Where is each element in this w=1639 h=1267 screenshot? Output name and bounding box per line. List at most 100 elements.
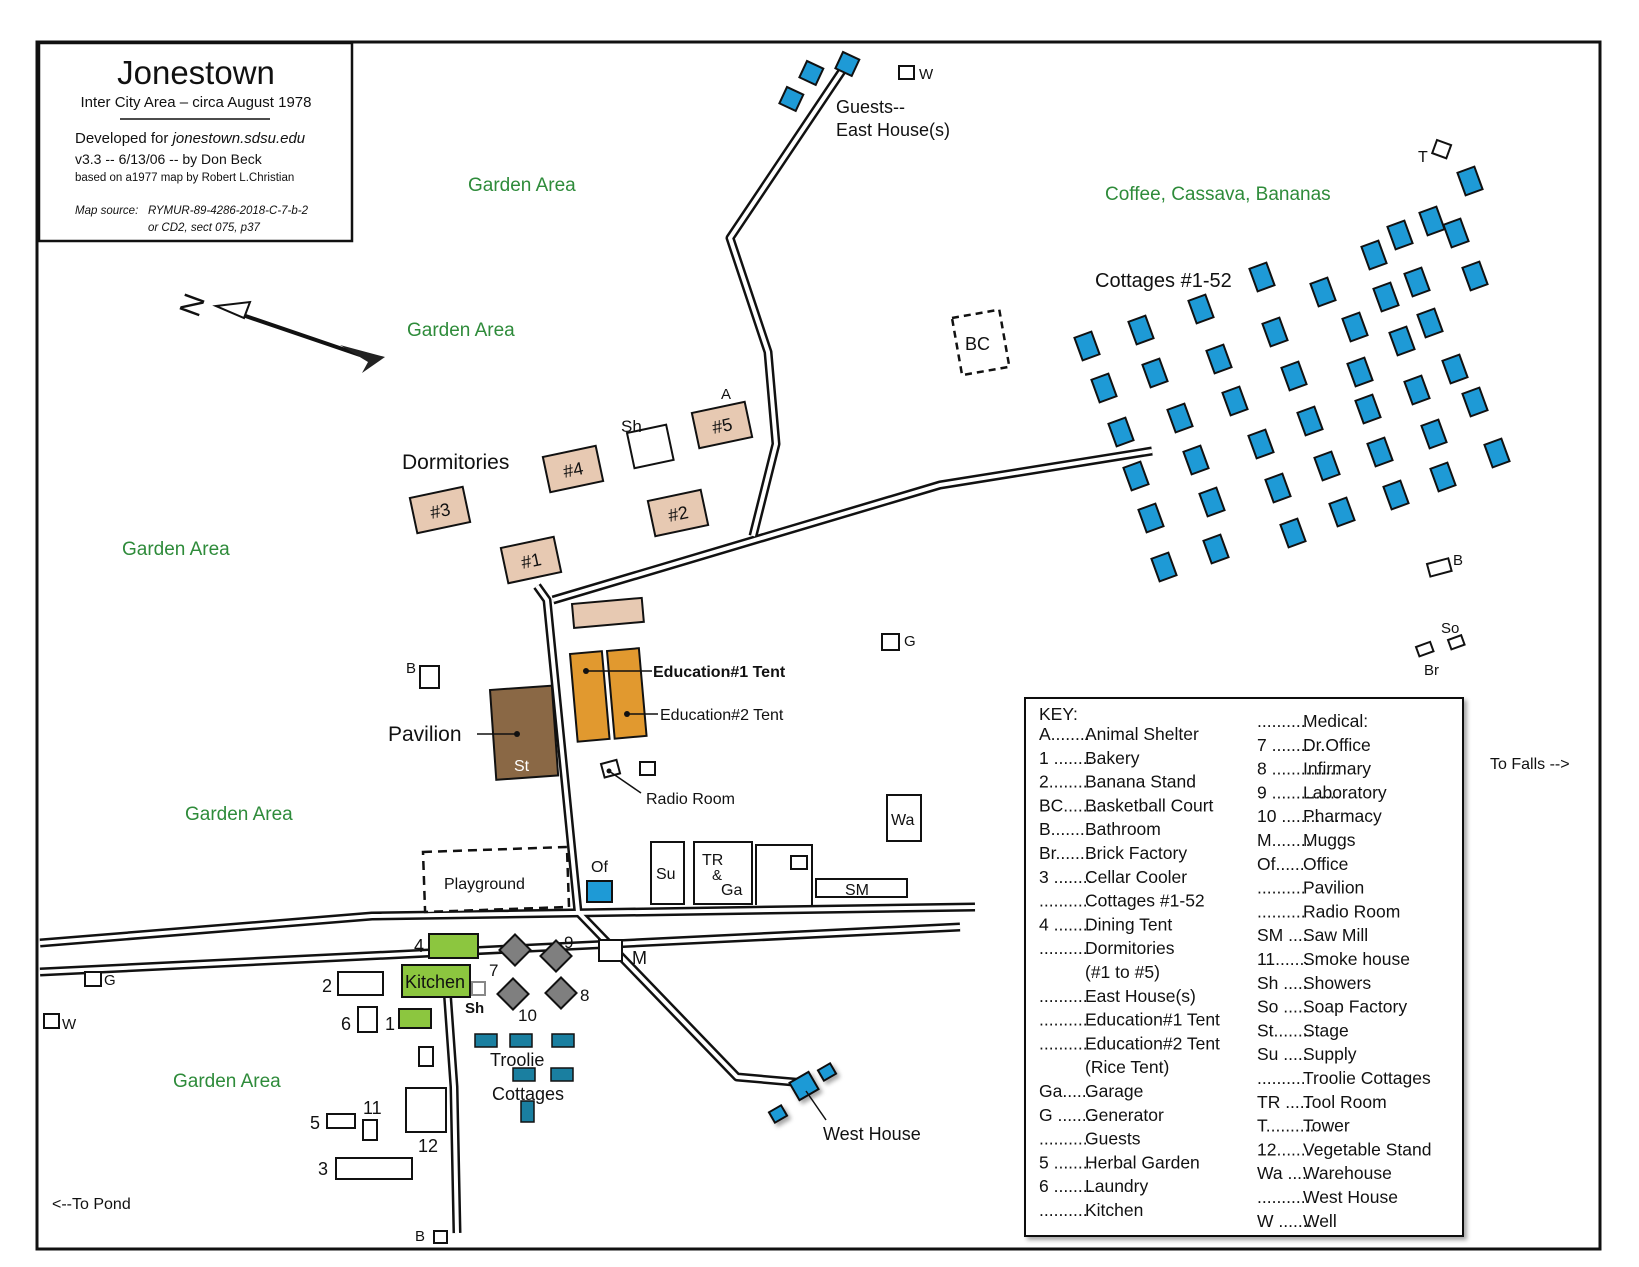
cottage <box>1187 293 1215 325</box>
svg-text:#2: #2 <box>666 502 690 526</box>
key-code: A........ <box>1039 724 1090 744</box>
cottage <box>1182 444 1210 476</box>
education-annex <box>570 596 645 629</box>
soap-factory <box>1446 633 1466 651</box>
well <box>898 65 915 80</box>
cottage <box>1418 205 1446 237</box>
cottage <box>1296 405 1324 437</box>
key-entry: Banana Stand <box>1085 772 1196 792</box>
key-entry: Brick Factory <box>1085 843 1187 863</box>
brick-factory-label: Br <box>1424 662 1439 679</box>
dormitories: #1 #2 #3 #4 #5 <box>408 400 754 585</box>
showers-building <box>471 981 486 996</box>
troolie-cottage <box>551 1033 575 1048</box>
key-code: .......... <box>1257 878 1306 898</box>
cottage <box>1386 219 1414 251</box>
key-code: .......... <box>1257 1068 1306 1088</box>
cottage <box>1441 353 1469 385</box>
east-house <box>834 50 861 78</box>
svg-text:#3: #3 <box>428 499 452 523</box>
banana-stand-number: 2 <box>322 976 332 996</box>
map-subtitle: Inter City Area – circa August 1978 <box>81 94 312 111</box>
svg-text:#1: #1 <box>519 549 543 573</box>
key-code: BC....... <box>1039 795 1097 815</box>
brick-factory <box>1414 640 1435 658</box>
key-code: .......... <box>1039 938 1088 958</box>
cottage <box>1221 385 1249 417</box>
key-code: B......... <box>1039 819 1094 839</box>
key-entry: Saw Mill <box>1303 925 1368 945</box>
key-entry: Cellar Cooler <box>1085 867 1187 887</box>
cottage <box>1205 343 1233 375</box>
key-entry: Generator <box>1085 1105 1164 1125</box>
cottage <box>1360 239 1388 271</box>
key-entry: Guests <box>1085 1129 1141 1149</box>
svg-text:#5: #5 <box>710 414 734 438</box>
bathroom <box>1425 557 1453 578</box>
cottage <box>1442 217 1470 249</box>
laboratory-number: 9 <box>564 933 573 952</box>
key-entry: Stage <box>1303 1020 1349 1040</box>
warehouse-label: Wa <box>891 812 915 829</box>
laboratory <box>539 939 573 973</box>
key-code: So ..... <box>1257 997 1308 1017</box>
cottage <box>1461 260 1489 292</box>
cottage <box>1382 479 1410 511</box>
pharmacy-number: 10 <box>518 1006 537 1025</box>
west-house <box>767 1103 789 1125</box>
herbal-garden-number: 5 <box>310 1113 320 1133</box>
garden-area-label: Garden Area <box>122 539 230 560</box>
smoke-house-number: 11 <box>363 1098 382 1118</box>
bakery-number: 1 <box>385 1014 395 1034</box>
key-code: Sh ..... <box>1257 973 1308 993</box>
supply-label: Su <box>656 866 676 883</box>
key-code: St........ <box>1257 1020 1312 1040</box>
key-code: 7 ........ .. <box>1257 735 1325 755</box>
amp-label: & <box>712 867 722 884</box>
cottage <box>1122 460 1150 492</box>
cottage <box>1202 533 1230 565</box>
stage-label: St <box>514 758 530 775</box>
key-entry: Medical: <box>1303 711 1368 731</box>
roads <box>39 59 1153 1234</box>
key-code: .......... <box>1039 1033 1088 1053</box>
cottage <box>1107 416 1135 448</box>
garden-area-label: Garden Area <box>407 320 515 341</box>
bathroom-label: B <box>406 660 416 677</box>
generator-label: G <box>904 633 916 650</box>
well-label: W <box>62 1016 77 1033</box>
key-entry: Laboratory <box>1303 782 1387 802</box>
bathroom-label: B <box>415 1228 425 1245</box>
cellar-cooler <box>335 1157 413 1180</box>
key-code: .......... <box>1039 1129 1088 1149</box>
small-building <box>639 761 656 776</box>
cottages-label: Cottages #1-52 <box>1095 270 1232 292</box>
infirmary <box>544 976 578 1010</box>
garden-area-label: Garden Area <box>468 175 576 196</box>
cottage <box>1366 436 1394 468</box>
saw-mill <box>815 878 908 898</box>
key-entry: (Rice Tent) <box>1085 1057 1169 1077</box>
saw-mill-label: SM <box>845 882 869 899</box>
key-code: 1 ........ <box>1039 748 1093 768</box>
cottage <box>1264 472 1292 504</box>
medical-buildings <box>496 933 578 1011</box>
key-code: Of...... <box>1257 854 1305 874</box>
supply <box>650 841 685 905</box>
key-code: 12....... <box>1257 1139 1311 1159</box>
key-entry: Supply <box>1303 1044 1357 1064</box>
garden-area-label: Garden Area <box>173 1071 281 1092</box>
cottage <box>1280 360 1308 392</box>
key-entry: Office <box>1303 854 1348 874</box>
key-code: 5 ........ <box>1039 1152 1093 1172</box>
office-label: Of <box>591 859 608 876</box>
banana-stand <box>337 971 384 996</box>
coffee-label: Coffee, Cassava, Bananas <box>1105 184 1331 205</box>
cellar-cooler-number: 3 <box>318 1159 328 1179</box>
pharmacy <box>496 977 530 1011</box>
cottage <box>1461 386 1489 418</box>
key-code: .......... <box>1039 1200 1088 1220</box>
key-code: Br........ <box>1039 843 1094 863</box>
key-code: 11....... <box>1257 949 1309 969</box>
